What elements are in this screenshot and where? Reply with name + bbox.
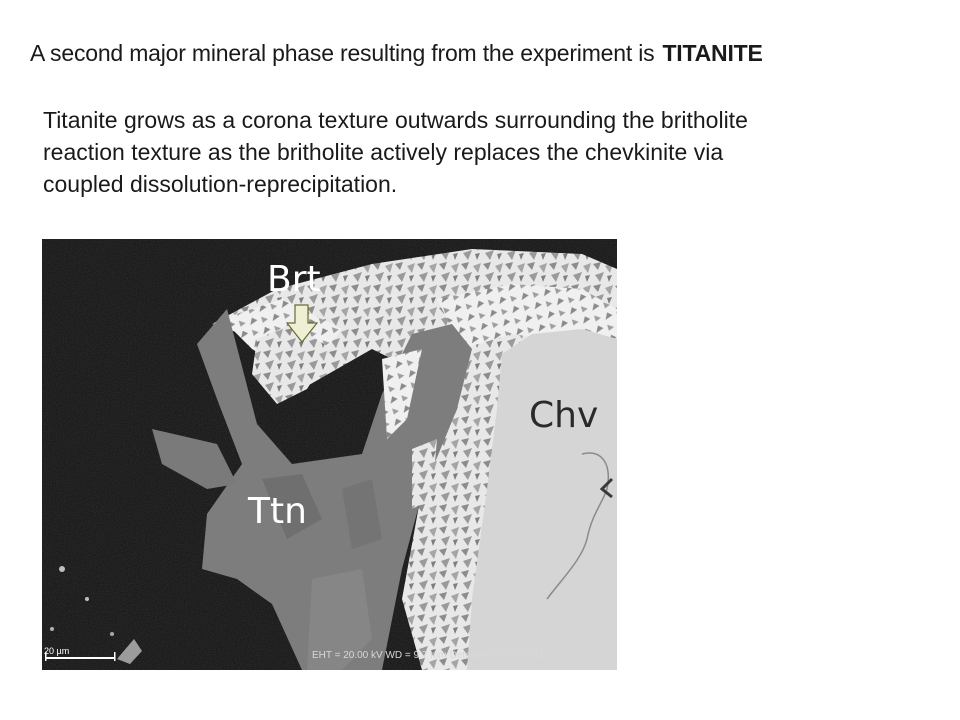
paragraph-line: coupled dissolution-reprecipitation.: [43, 171, 398, 197]
label-ttn: Ttn: [248, 491, 307, 532]
scale-bar-label: 20 µm: [44, 646, 70, 656]
paragraph-line: reaction texture as the britholite activ…: [43, 139, 724, 165]
chevkinite-grain: [467, 329, 617, 670]
arrow-down-icon: [285, 304, 319, 343]
slide-heading: A second major mineral phase resulting f…: [30, 40, 763, 67]
paragraph-line: Titanite grows as a corona texture outwa…: [43, 107, 748, 133]
micrograph-footer: EHT = 20.00 kV WD = 9.7 mm Detector = NT…: [312, 650, 543, 661]
sem-micrograph: Brt Chv Ttn 20 µm EHT = 20.00 kV WD = 9.…: [42, 239, 617, 670]
heading-emphasis: TITANITE: [662, 40, 763, 66]
scale-bar: [45, 657, 115, 659]
description-paragraph: Titanite grows as a corona texture outwa…: [43, 104, 903, 200]
label-chv: Chv: [529, 395, 599, 436]
heading-text: A second major mineral phase resulting f…: [30, 40, 655, 66]
micrograph-artwork: [42, 239, 617, 670]
label-brt: Brt: [267, 259, 321, 300]
